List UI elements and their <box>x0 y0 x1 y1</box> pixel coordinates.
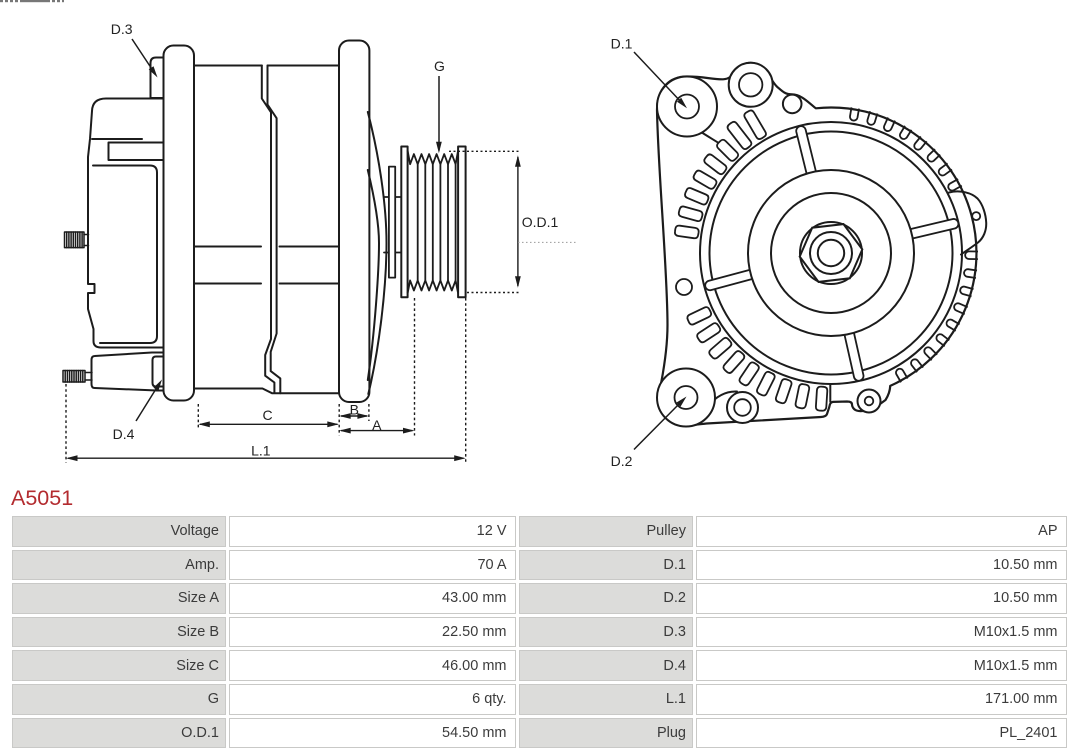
svg-text:B: B <box>350 402 359 418</box>
svg-text:D.4: D.4 <box>113 426 135 442</box>
svg-text:C: C <box>262 407 272 423</box>
svg-text:O.D.1: O.D.1 <box>522 214 559 230</box>
svg-text:A: A <box>372 417 382 433</box>
svg-text:G: G <box>434 58 445 74</box>
svg-text:D.2: D.2 <box>611 453 633 469</box>
svg-text:D.3: D.3 <box>111 21 133 37</box>
svg-text:L.1: L.1 <box>251 443 271 459</box>
svg-text:D.1: D.1 <box>611 36 633 52</box>
